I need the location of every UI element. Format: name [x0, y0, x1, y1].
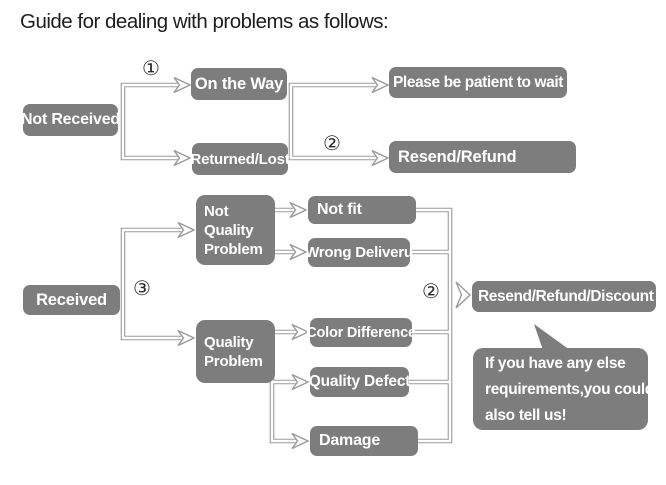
flow-box-resend-refund: Resend/Refund — [389, 141, 576, 173]
arrowhead — [177, 221, 196, 239]
speech-bubble-tail — [534, 324, 574, 353]
flow-box-not-fit: Not fit — [308, 196, 416, 224]
speech-bubble-line: also tell us! — [485, 407, 567, 424]
flow-box-damage: Damage — [310, 426, 418, 456]
step-label-1: ① — [142, 56, 160, 80]
page-title: Guide for dealing with problems as follo… — [20, 10, 389, 33]
chevron-icon — [455, 281, 472, 309]
arrowheads — [173, 76, 472, 450]
arrowhead — [289, 201, 308, 219]
flow-box-received: Received — [23, 285, 120, 315]
connector-shafts — [120, 82, 453, 444]
speech-bubble-line: requirements,you could — [485, 381, 655, 398]
flow-box-line: Quality — [204, 333, 254, 351]
arrowhead — [173, 149, 192, 167]
flow-box-line: Quality — [204, 221, 254, 239]
arrowhead — [289, 243, 308, 261]
arrowhead — [291, 432, 310, 450]
flow-box-not-quality-problem: Not Quality Problem — [196, 195, 275, 265]
flow-box-quality-problem: Quality Problem — [196, 320, 275, 383]
flow-box-line: Problem — [204, 352, 263, 370]
flow-box-please-be-patient: Please be patient to wait — [389, 67, 567, 98]
speech-bubble-line: If you have any else — [485, 355, 626, 372]
flow-box-returned-lost: Returned/Lost — [190, 143, 290, 175]
flow-box-quality-defect: Quality Defect — [309, 367, 410, 397]
flow-box-wrong-deliveru: Wrong Deliveru — [305, 238, 413, 267]
flow-box-on-the-way: On the Way — [191, 68, 287, 100]
flow-box-color-difference: Color Difference — [306, 318, 416, 347]
flow-box-line: Problem — [204, 240, 263, 258]
flow-box-resend-refund-discount: Resend/Refund/Discount — [472, 281, 656, 312]
arrowhead — [371, 76, 390, 94]
arrowhead — [173, 76, 192, 94]
arrowhead — [291, 323, 310, 341]
arrowhead — [371, 149, 390, 167]
arrowhead — [291, 373, 310, 391]
step-label-3: ③ — [133, 276, 151, 300]
step-label-2-right: ② — [422, 279, 440, 303]
step-label-2-top: ② — [323, 131, 341, 155]
flow-box-not-received: Not Received — [21, 104, 120, 136]
speech-bubble: If you have any else requirements,you co… — [473, 348, 655, 430]
flow-box-line: Not — [204, 202, 229, 220]
arrowhead — [177, 329, 196, 347]
